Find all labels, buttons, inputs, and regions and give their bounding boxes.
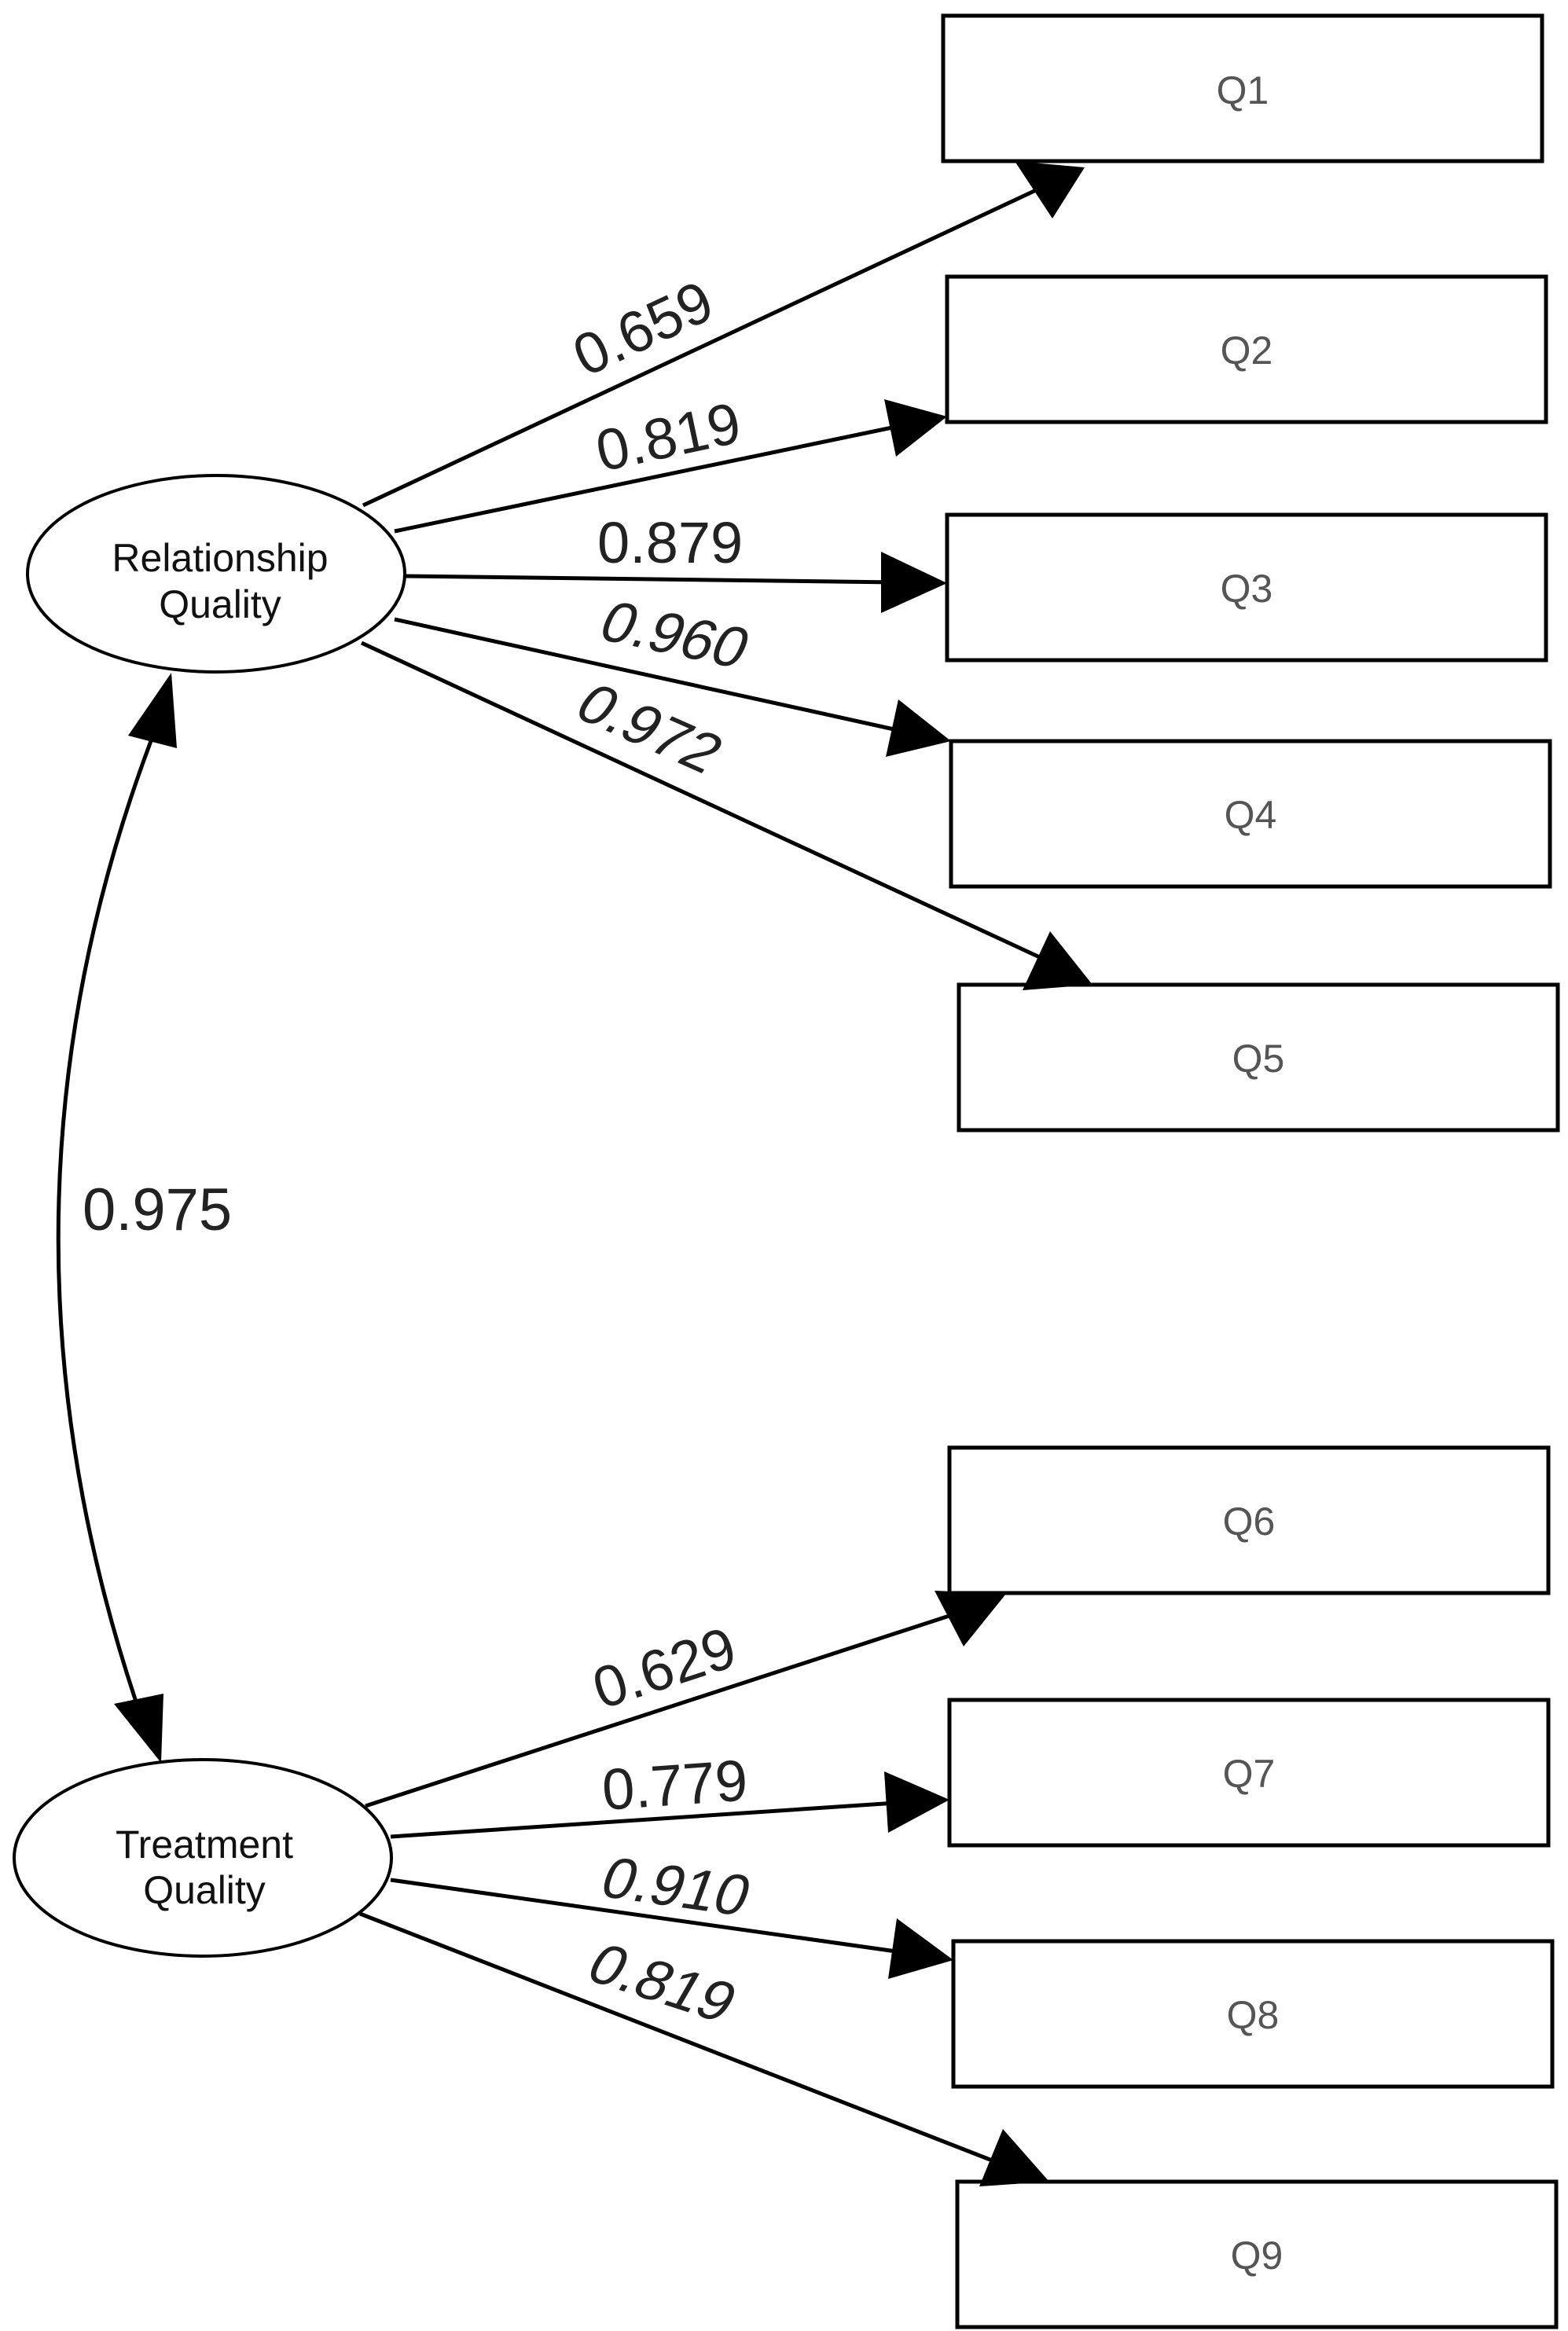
arrowhead-icon [114,1694,163,1763]
arrowhead-icon [886,699,951,757]
latent-treatment-quality: Treatment Quality [13,1758,393,1958]
indicator-label: Q9 [1231,2234,1283,2278]
loading-path-q6 [365,1591,1006,1808]
indicator-q6: Q6 [947,1445,1551,1595]
indicator-label: Q4 [1225,793,1277,837]
loading-path-q5 [360,641,1092,990]
loading-label-q7: 0.779 [600,1747,750,1823]
latent-label-line-2: Quality [159,582,281,626]
indicator-label: Q6 [1223,1500,1276,1544]
indicator-q2: Q2 [945,274,1548,424]
arrowhead-icon [1023,931,1092,990]
indicator-q8: Q8 [951,1939,1555,2089]
loading-path-q2 [394,399,947,534]
loading-path-q7 [390,1771,949,1839]
correlation-path [56,673,177,1763]
arrowhead-icon [1015,161,1085,218]
loading-path-q9 [359,1911,1049,2186]
loading-path-q3 [404,552,947,613]
indicator-label: Q8 [1227,1993,1280,2037]
indicator-label: Q2 [1221,329,1273,373]
arrowhead-icon [884,1771,949,1833]
loading-path-q8 [390,1878,953,1979]
indicator-q3: Q3 [945,512,1548,663]
indicator-label: Q3 [1221,567,1273,611]
arrowhead-icon [881,552,947,613]
indicator-q7: Q7 [947,1698,1551,1848]
loading-label-q3: 0.879 [597,510,743,575]
loading-path-q1 [362,161,1085,508]
loading-label-q2: 0.819 [590,390,746,484]
arrowhead-icon [884,399,947,457]
latent-relationship-quality: Relationship Quality [26,474,406,674]
indicator-q1: Q1 [941,13,1544,163]
loading-label-q1: 0.659 [564,268,723,388]
indicator-label: Q7 [1223,1752,1276,1796]
loading-label-q6: 0.629 [585,1614,744,1721]
indicator-q9: Q9 [955,2179,1559,2329]
indicator-label: Q5 [1232,1037,1285,1081]
arrowhead-icon [128,673,177,748]
indicator-q4: Q4 [949,739,1552,889]
arrowhead-icon [935,1591,1006,1646]
arrowhead-icon [979,2129,1049,2186]
latent-label-line-1: Treatment [116,1823,293,1867]
loading-label-q8: 0.910 [593,1845,759,1928]
latent-label-line-2: Quality [143,1868,266,1912]
arrowhead-icon [888,1918,953,1979]
correlation-label: 0.975 [83,1177,232,1243]
latent-label-line-1: Relationship [112,536,328,580]
indicator-q5: Q5 [957,982,1560,1132]
indicator-label: Q1 [1217,68,1269,112]
loading-label-q9: 0.819 [577,1931,749,2034]
loading-path-q4 [394,617,951,757]
